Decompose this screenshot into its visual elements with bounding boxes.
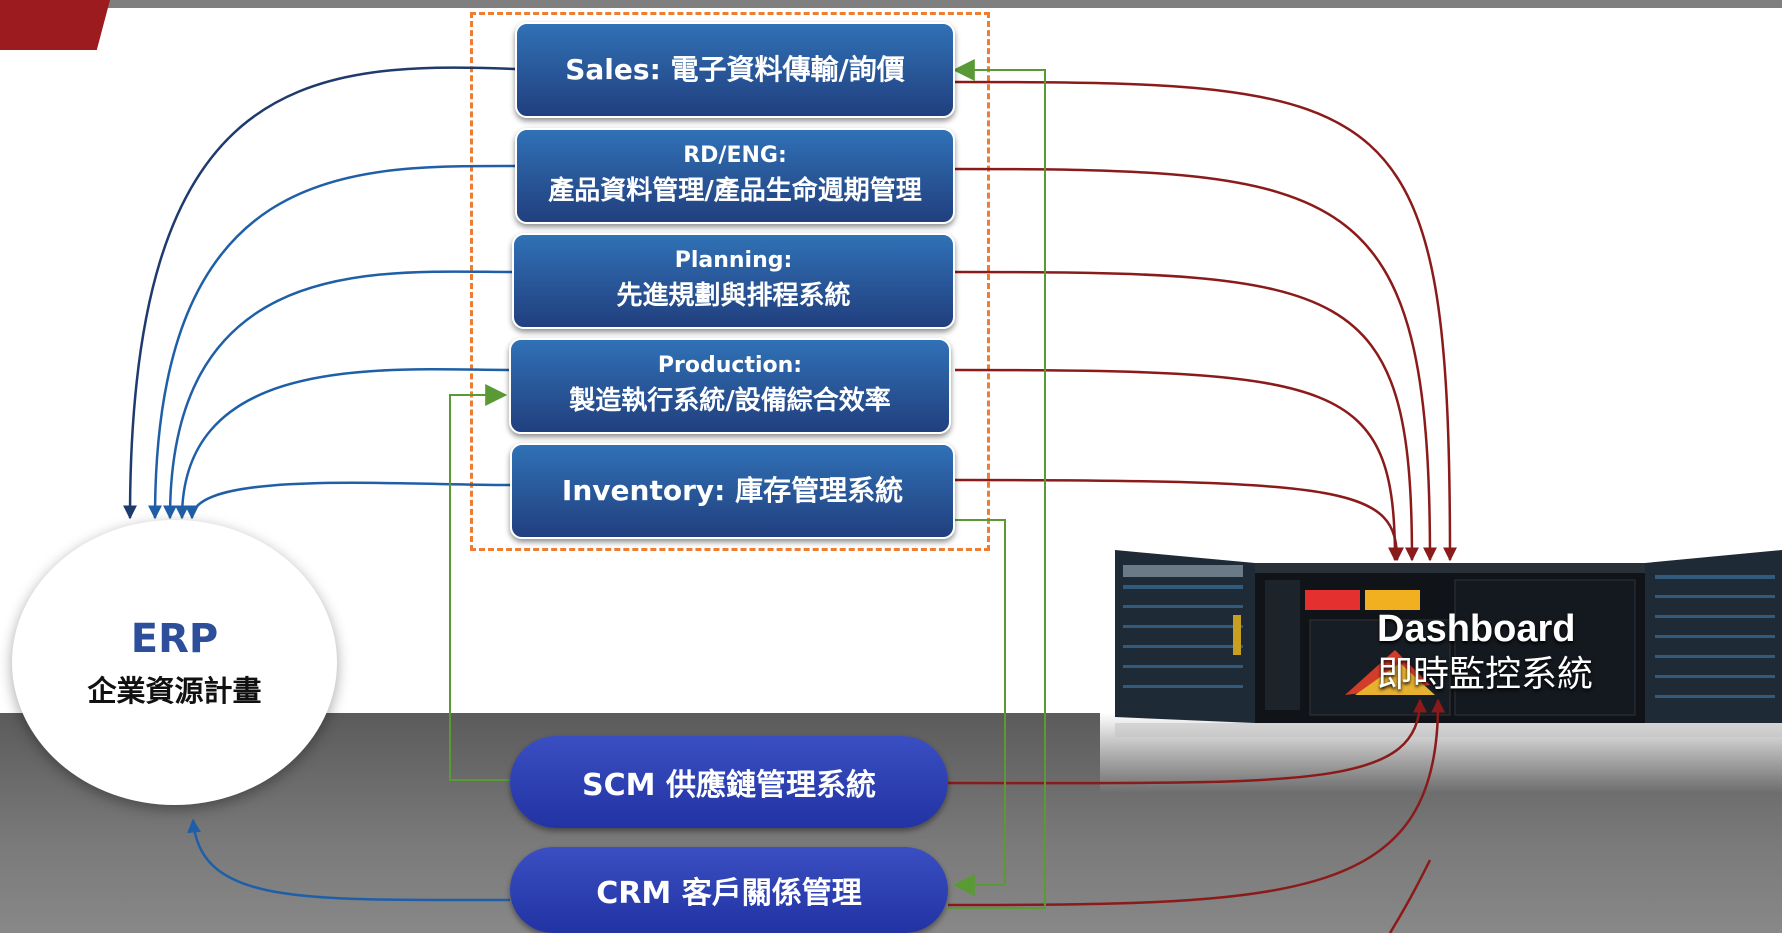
erp-subtitle: 企業資源計畫 xyxy=(87,673,262,708)
planning-module[interactable]: Planning: 先進規劃與排程系統 xyxy=(512,233,955,329)
production-module[interactable]: Production: 製造執行系統/設備綜合效率 xyxy=(509,338,951,434)
production-to-erp-line xyxy=(175,368,516,520)
rd-to-erp-line xyxy=(148,164,516,520)
production-to-dashboard-line xyxy=(954,368,1402,562)
crm-node[interactable]: CRM 客戶關係管理 xyxy=(510,847,948,933)
sales-module[interactable]: Sales: 電子資料傳輸/詢價 xyxy=(515,22,955,118)
corner-tab xyxy=(0,0,110,50)
erp-title: ERP xyxy=(130,615,219,662)
rd-eng-module-title: RD/ENG: xyxy=(683,143,787,168)
scm-label: SCM 供應鏈管理系統 xyxy=(582,768,876,803)
scm-node[interactable]: SCM 供應鏈管理系統 xyxy=(510,736,948,828)
rd-to-dashboard-line xyxy=(954,167,1437,562)
planning-to-dashboard-line xyxy=(954,270,1419,562)
production-module-subtitle: 製造執行系統/設備綜合效率 xyxy=(569,386,891,416)
planning-module-title: Planning: xyxy=(674,248,793,273)
dashboard-label: Dashboard 即時監控系統 xyxy=(1377,607,1593,699)
erp-node[interactable]: ERP 企業資源計畫 xyxy=(12,520,337,805)
sales-to-dashboard-line xyxy=(954,80,1457,562)
inventory-module-label: Inventory: 庫存管理系統 xyxy=(561,474,904,507)
inventory-to-erp-line xyxy=(185,481,516,520)
dashboard-panel: Dashboard 即時監控系統 xyxy=(1115,545,1782,737)
planning-module-subtitle: 先進規劃與排程系統 xyxy=(616,281,851,311)
rd-eng-module[interactable]: RD/ENG: 產品資料管理/產品生命週期管理 xyxy=(515,128,955,224)
inventory-module[interactable]: Inventory: 庫存管理系統 xyxy=(510,443,955,539)
top-bar xyxy=(0,0,1782,8)
dashboard-subtitle: 即時監控系統 xyxy=(1377,654,1594,695)
production-module-title: Production: xyxy=(657,353,803,378)
planning-to-erp-line xyxy=(163,270,516,520)
rd-eng-module-subtitle: 產品資料管理/產品生命週期管理 xyxy=(548,176,922,206)
crm-label: CRM 客戶關係管理 xyxy=(596,876,862,911)
dashboard-title: Dashboard xyxy=(1377,608,1576,650)
sales-module-label: Sales: 電子資料傳輸/詢價 xyxy=(565,53,905,86)
sales-to-erp-line xyxy=(123,66,516,520)
